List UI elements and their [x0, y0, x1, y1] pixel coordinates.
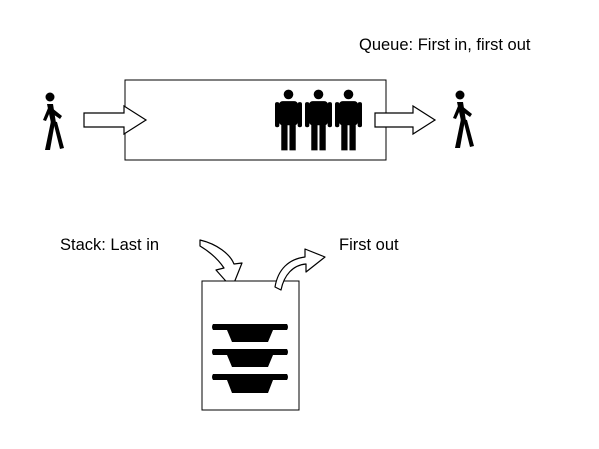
pop-arrow-icon — [274, 248, 326, 291]
push-arrow-icon — [199, 239, 243, 289]
queue-caption: Queue: First in, first out — [359, 36, 531, 54]
person-walking-out-icon — [453, 90, 474, 148]
enqueue-arrow-icon — [83, 104, 148, 136]
person-walking-in-icon — [43, 92, 64, 150]
stack-last-in-caption: Stack: Last in — [60, 236, 160, 254]
stacked-bowls-icon — [212, 324, 288, 393]
stack-first-out-caption: First out — [339, 236, 399, 254]
dequeue-arrow-icon — [374, 104, 437, 136]
